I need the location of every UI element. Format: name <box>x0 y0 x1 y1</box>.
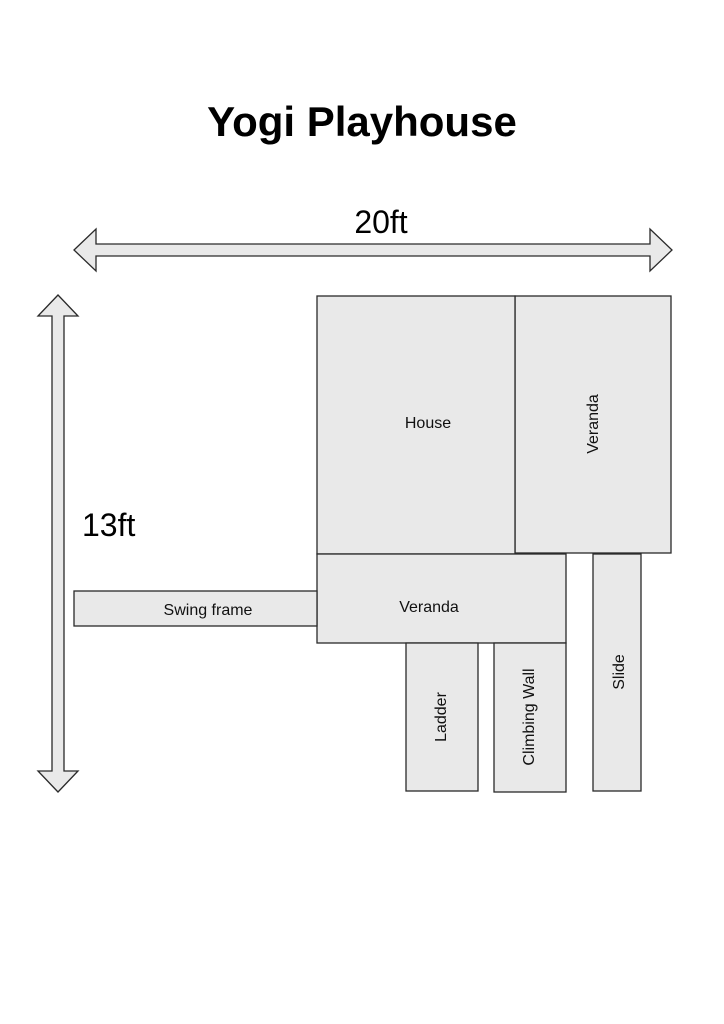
climbing-wall-label: Climbing Wall <box>521 668 538 765</box>
ladder-label: Ladder <box>433 691 450 741</box>
depth-label: 13ft <box>82 507 135 543</box>
veranda-lower-label: Veranda <box>399 599 459 616</box>
slide-label: Slide <box>611 654 628 690</box>
width-label: 20ft <box>354 204 407 240</box>
veranda-right-label: Veranda <box>585 394 602 454</box>
ladder <box>405 642 479 792</box>
veranda-lower <box>316 553 567 644</box>
page-title: Yogi Playhouse <box>207 98 517 145</box>
veranda-right <box>514 295 672 554</box>
climbing-wall <box>493 642 567 793</box>
swing-frame <box>73 590 318 627</box>
slide <box>592 553 642 792</box>
swing-frame-label: Swing frame <box>164 602 253 619</box>
width-arrow <box>73 227 673 273</box>
depth-arrow <box>36 294 80 793</box>
house-label: House <box>405 415 451 432</box>
house <box>316 295 516 555</box>
